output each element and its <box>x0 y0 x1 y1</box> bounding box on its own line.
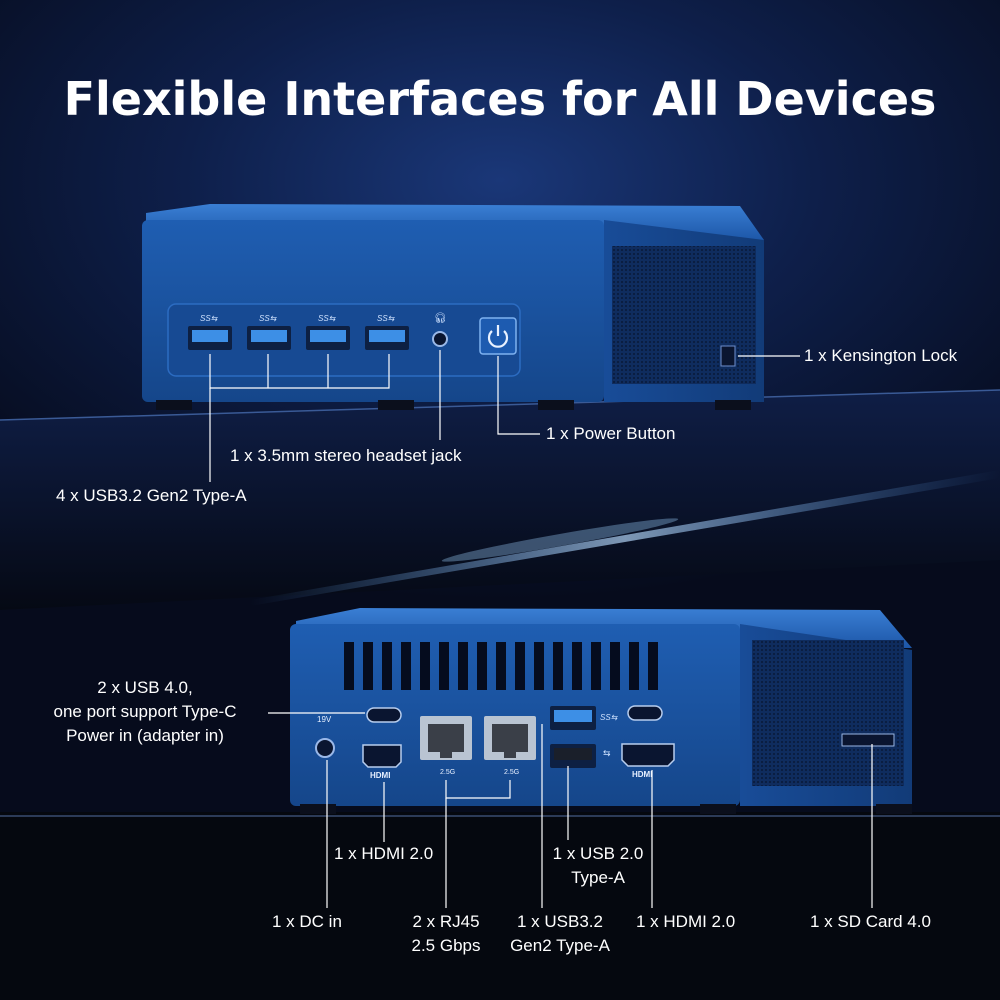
hdmi-port <box>621 743 675 767</box>
rj45-label-line: 2.5 Gbps <box>411 936 481 955</box>
usb2-label-line: Type-A <box>571 868 625 887</box>
ss-usb-icon: SS⇆ <box>318 314 337 323</box>
foot <box>156 400 192 410</box>
mini-pc-rear: 19V HDMI 2.5G 2.5G SS⇆ ⇆ HDMI <box>290 608 912 814</box>
foot <box>700 804 736 814</box>
page-title: Flexible Interfaces for All Devices <box>63 72 937 126</box>
usb-icon: ⇆ <box>603 749 611 759</box>
usb-port <box>188 326 232 350</box>
usb-front-label: 4 x USB3.2 Gen2 Type-A <box>56 486 247 505</box>
usb4-label-line: 2 x USB 4.0, <box>97 678 193 697</box>
usb-port <box>365 326 409 350</box>
shelf-edge <box>0 389 1000 421</box>
usb32-label: 1 x USB3.2 Gen2 Type-A <box>500 910 620 958</box>
usb-port <box>306 326 350 350</box>
headset-icon: 🎧︎ <box>434 312 447 324</box>
usb32-label-line: 1 x USB3.2 <box>517 912 603 931</box>
dc-in-label: 1 x DC in <box>272 912 342 931</box>
hdmi-left-label: 1 x HDMI 2.0 <box>334 844 434 863</box>
rj45-port <box>484 716 536 760</box>
usb2-label: 1 x USB 2.0 Type-A <box>538 842 658 890</box>
foot <box>378 400 414 410</box>
dc-in-port <box>315 738 335 758</box>
usb4-label: 2 x USB 4.0, one port support Type-C Pow… <box>30 676 260 748</box>
usb4-label-line: one port support Type-C <box>53 702 237 721</box>
usb2-label-line: 1 x USB 2.0 <box>552 844 644 863</box>
ss-usb-icon: SS⇆ <box>600 713 619 722</box>
hdmi-port <box>362 744 402 768</box>
power-icon <box>487 325 509 348</box>
rear-callout-lines <box>268 712 873 908</box>
power-button-label: 1 x Power Button <box>546 424 676 443</box>
headset-jack-label: 1 x 3.5mm stereo headset jack <box>230 446 462 465</box>
rj45-label-line: 2 x RJ45 <box>412 912 480 931</box>
usb32-label-line: Gen2 Type-A <box>510 936 610 955</box>
usb-c-port <box>627 705 663 721</box>
usb-c-port <box>366 707 402 723</box>
foot <box>538 400 574 410</box>
usb-port <box>550 744 596 768</box>
hdmi-logo: HDMI <box>370 771 390 780</box>
lower-floor <box>0 812 1000 1000</box>
sd-card-slot <box>841 733 895 747</box>
hdmi-logo: HDMI <box>632 770 652 779</box>
upper-shelf <box>0 390 1000 610</box>
ss-usb-icon: SS⇆ <box>377 314 396 323</box>
light-beam <box>250 470 1000 606</box>
headset-jack <box>432 331 448 347</box>
rj45-port <box>420 716 472 760</box>
ss-usb-icon: SS⇆ <box>259 314 278 323</box>
usb-port <box>550 706 596 730</box>
kensington-lock-label: 1 x Kensington Lock <box>804 346 958 365</box>
mini-pc-front: SS⇆ SS⇆ SS⇆ SS⇆ 🎧︎ <box>142 204 764 410</box>
ss-usb-icon: SS⇆ <box>200 314 219 323</box>
rear-vents <box>344 642 658 690</box>
rj45-label: 2 x RJ45 2.5 Gbps <box>396 910 496 958</box>
side-vent <box>752 640 904 786</box>
usb4-label-line: Power in (adapter in) <box>66 726 224 745</box>
foot <box>715 400 751 410</box>
dc-voltage-label: 19V <box>317 715 332 724</box>
hdmi-right-label: 1 x HDMI 2.0 <box>636 912 736 931</box>
light-glow <box>441 518 679 562</box>
sd-card-label: 1 x SD Card 4.0 <box>810 912 931 931</box>
lan-speed-label: 2.5G <box>440 769 455 776</box>
foot <box>300 804 336 814</box>
kensington-slot <box>720 345 736 367</box>
lan-speed-label: 2.5G <box>504 769 519 776</box>
front-callout-lines <box>209 350 800 482</box>
foot <box>876 804 912 814</box>
usb-port <box>247 326 291 350</box>
